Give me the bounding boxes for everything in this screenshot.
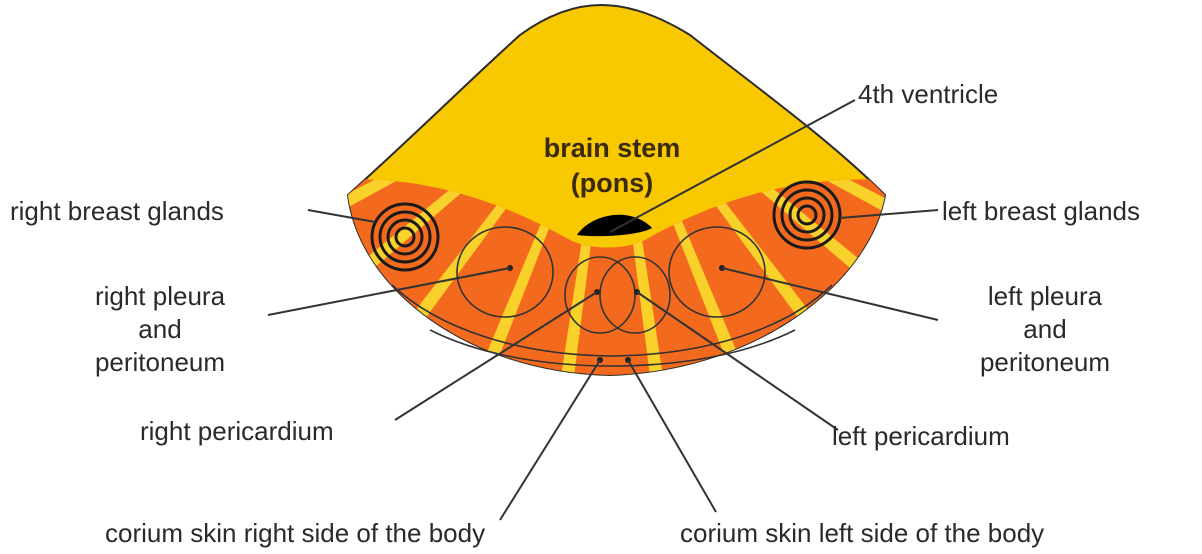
leader-right-corium	[500, 360, 600, 520]
brainstem-body	[309, 5, 916, 400]
label-right-pleura-3: peritoneum	[95, 347, 225, 377]
leader-left-corium	[628, 360, 716, 512]
brainstem-title-line2: (pons)	[571, 168, 653, 198]
label-right-pleura-2: and	[138, 314, 181, 344]
brainstem-title-line1: brain stem	[544, 133, 681, 163]
label-left-pleura-1: left pleura	[988, 281, 1103, 311]
label-right-pleura-1: right pleura	[95, 281, 226, 311]
label-ventricle: 4th ventricle	[858, 79, 998, 109]
label-corium-left: corium skin left side of the body	[680, 518, 1044, 548]
label-left-pleura-2: and	[1023, 314, 1066, 344]
label-right-pericardium: right pericardium	[140, 416, 334, 446]
label-left-pericardium: left pericardium	[832, 421, 1010, 451]
label-corium-right: corium skin right side of the body	[105, 518, 485, 548]
label-left-pleura-3: peritoneum	[980, 347, 1110, 377]
label-right-breast: right breast glands	[10, 196, 224, 226]
label-left-breast: left breast glands	[942, 196, 1140, 226]
